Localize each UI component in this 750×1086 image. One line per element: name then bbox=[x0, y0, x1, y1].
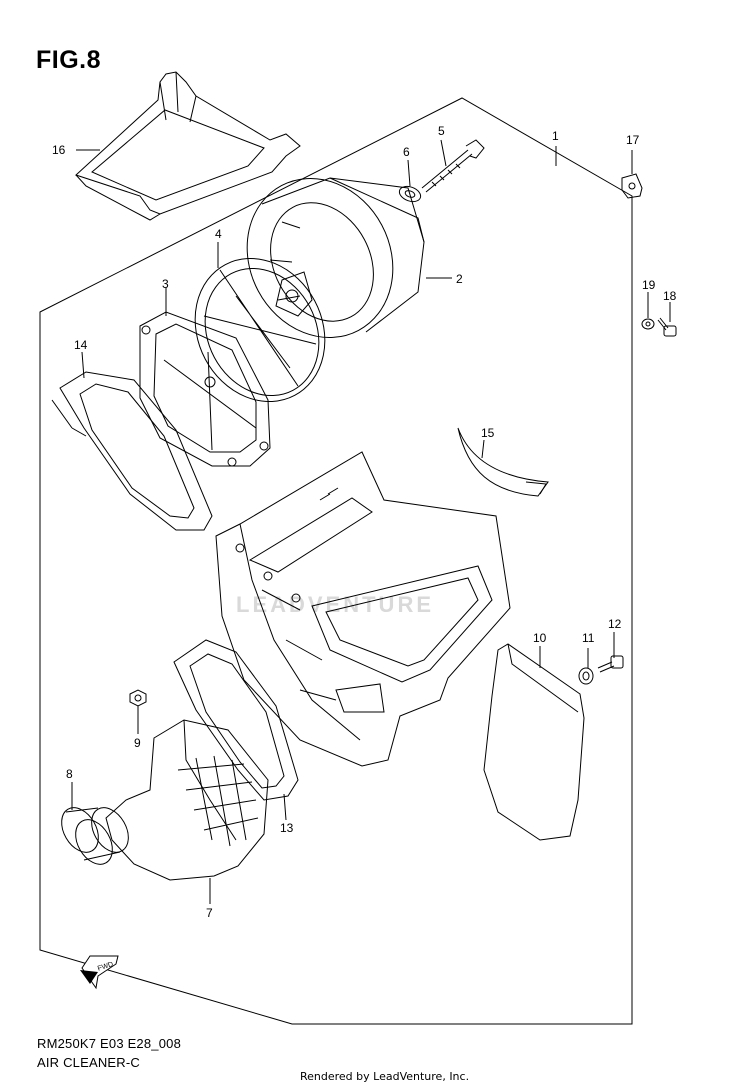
forward-arrow-icon: FWD bbox=[80, 955, 119, 990]
gasket-part-14[interactable] bbox=[51, 371, 213, 531]
callout-17: 17 bbox=[626, 133, 640, 147]
callout-labels: 1 2 3 4 5 6 7 8 9 10 11 12 13 14 15 16 1… bbox=[52, 124, 677, 920]
callout-12: 12 bbox=[608, 617, 622, 631]
callout-16: 16 bbox=[52, 143, 66, 157]
nut-part-9[interactable] bbox=[129, 689, 147, 707]
assembly-outline bbox=[39, 97, 633, 1025]
air-filter-part-2[interactable] bbox=[220, 153, 425, 364]
callout-1: 1 bbox=[552, 129, 559, 143]
air-cleaner-box-part-1[interactable] bbox=[215, 451, 511, 767]
model-code: RM250K7 E03 E28_008 bbox=[37, 1036, 182, 1051]
callout-14: 14 bbox=[74, 338, 88, 352]
callout-3: 3 bbox=[162, 277, 169, 291]
clamp-part-8[interactable] bbox=[54, 801, 136, 871]
washer-part-19[interactable] bbox=[641, 318, 655, 330]
callout-4: 4 bbox=[215, 227, 222, 241]
intake-duct-part-7[interactable] bbox=[105, 719, 269, 881]
callout-19: 19 bbox=[642, 278, 656, 292]
callout-11: 11 bbox=[582, 631, 595, 645]
callout-18: 18 bbox=[663, 289, 677, 303]
filter-holder-part-3[interactable] bbox=[139, 311, 271, 467]
render-credit: Rendered by LeadVenture, Inc. bbox=[300, 1070, 470, 1083]
callout-5: 5 bbox=[438, 124, 445, 138]
callout-2: 2 bbox=[456, 272, 463, 286]
callout-7: 7 bbox=[206, 906, 213, 920]
filter-cage-part-4[interactable] bbox=[171, 236, 350, 425]
washer-part-11[interactable] bbox=[578, 667, 594, 685]
figure-title: FIG.8 bbox=[36, 46, 102, 74]
seal-strip-part-15[interactable] bbox=[457, 427, 549, 497]
cover-part-16[interactable] bbox=[75, 71, 301, 221]
callout-15: 15 bbox=[481, 426, 495, 440]
bolt-part-18[interactable] bbox=[657, 317, 677, 337]
callout-9: 9 bbox=[134, 736, 141, 750]
fwd-label: FWD bbox=[97, 961, 114, 973]
watermark-text: LEADVENTURE bbox=[236, 592, 434, 617]
bolt-part-5[interactable] bbox=[421, 139, 485, 193]
callout-10: 10 bbox=[533, 631, 547, 645]
gasket-part-13[interactable] bbox=[173, 639, 299, 801]
clip-nut-part-17[interactable] bbox=[621, 173, 643, 199]
screw-part-12[interactable] bbox=[597, 655, 624, 673]
washer-part-6[interactable] bbox=[397, 184, 422, 205]
callout-8: 8 bbox=[66, 767, 73, 781]
callout-13: 13 bbox=[280, 821, 294, 835]
section-name: AIR CLEANER-C bbox=[37, 1055, 141, 1070]
mud-guard-part-10[interactable] bbox=[483, 643, 585, 841]
callout-6: 6 bbox=[403, 145, 410, 159]
leader-lines bbox=[71, 139, 671, 904]
